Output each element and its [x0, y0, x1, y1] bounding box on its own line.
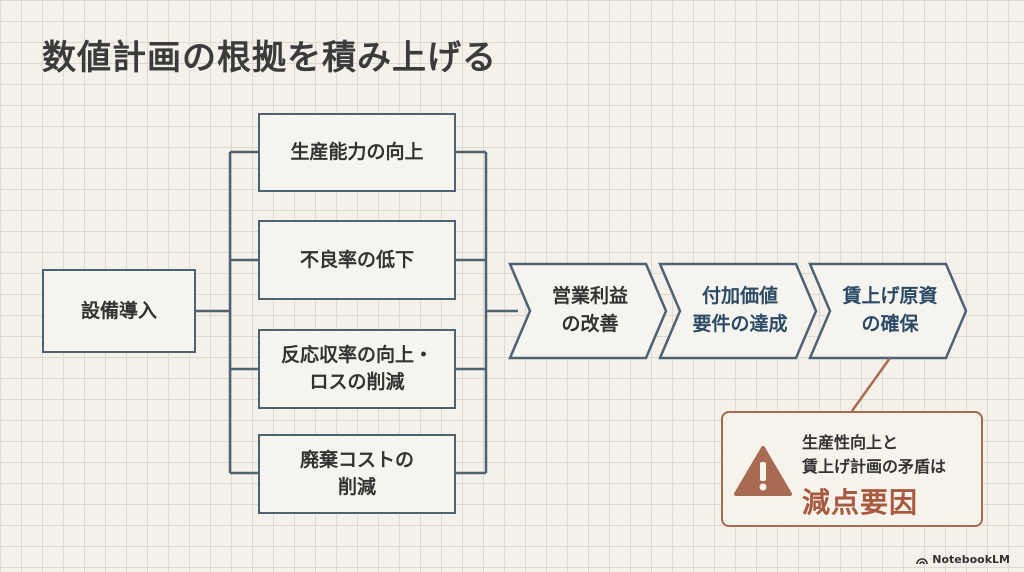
root-box: 設備導入: [42, 269, 196, 353]
effect-box-4: 廃棄コストの 削減: [258, 434, 456, 514]
effect-box-3: 反応収率の向上・ ロスの削減: [258, 329, 456, 409]
effect-box-1: 生産能力の向上: [258, 113, 456, 192]
chevron-step-3: [808, 262, 968, 360]
effect-label: 廃棄コストの 削減: [299, 449, 414, 498]
callout-pointer: [850, 357, 892, 412]
warning-callout: 生産性向上と 賃上げ計画の矛盾は 減点要因: [721, 411, 983, 527]
warning-line-2: 賃上げ計画の矛盾は: [802, 457, 947, 476]
step-label-2: 付加価値 要件の達成: [692, 285, 788, 335]
step-label-1: 営業利益 の改善: [551, 285, 628, 335]
warning-icon: [734, 446, 792, 496]
effect-label: 生産能力の向上: [290, 141, 424, 164]
brand-label: NotebookLM: [932, 553, 1010, 566]
warning-line-1: 生産性向上と: [802, 433, 899, 452]
chevron-step-1: [508, 262, 668, 360]
step-label-3: 賃上げ原資 の確保: [842, 285, 938, 335]
warning-emphasis: 減点要因: [802, 486, 919, 519]
notebooklm-logo-icon: [916, 558, 929, 564]
chevron-step-2: [658, 262, 818, 360]
effect-label: 不良率の低下: [299, 248, 414, 271]
root-label: 設備導入: [80, 299, 157, 322]
page-title: 数値計画の根拠を積み上げる: [42, 38, 497, 78]
brand-badge: NotebookLM: [916, 553, 1010, 566]
effect-label: 反応収率の向上・ ロスの削減: [280, 344, 433, 393]
effect-box-2: 不良率の低下: [258, 220, 456, 300]
